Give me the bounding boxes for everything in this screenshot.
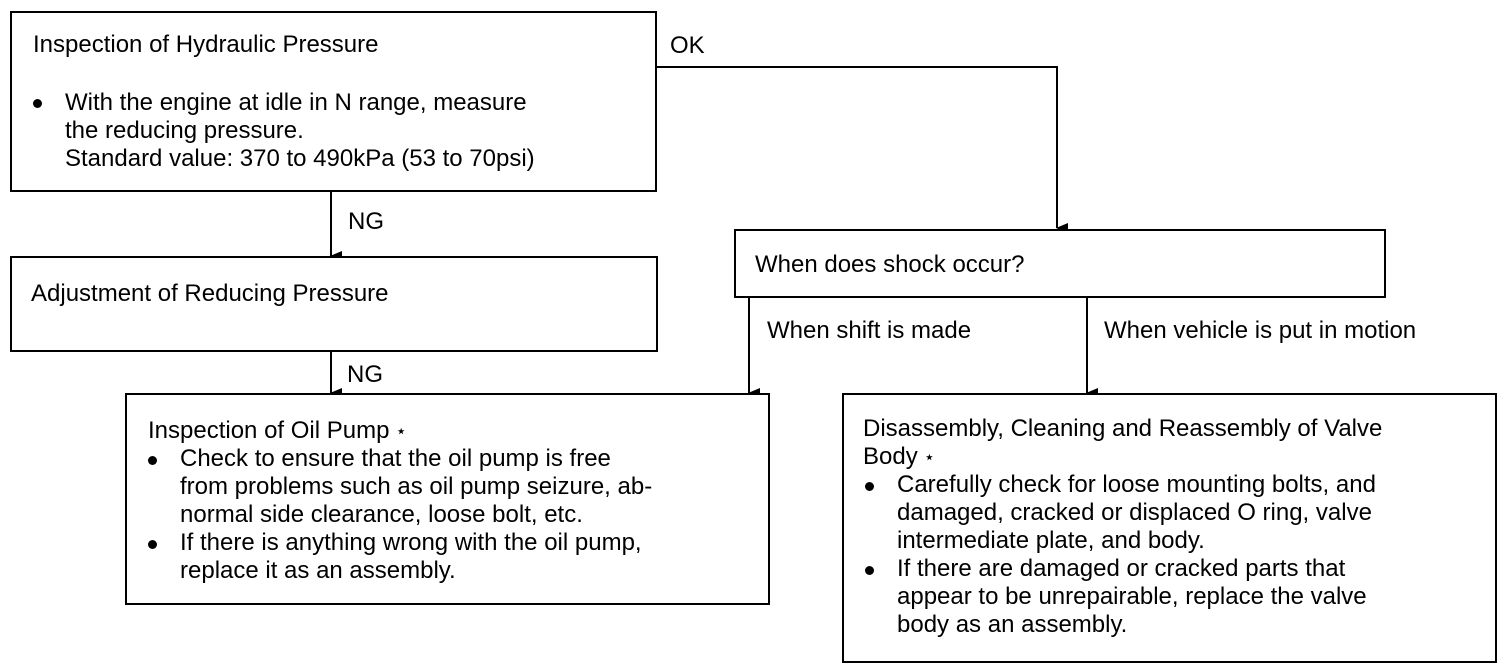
oil-pump-box: Inspection of Oil Pump⋆ Check to ensure … (125, 393, 770, 605)
valve-body-title-2-text: Body (863, 443, 918, 470)
when-shift-label: When shift is made (767, 317, 972, 344)
star-icon: ⋆ (923, 447, 935, 467)
valve-body-title-1: Disassembly, Cleaning and Reassembly of … (863, 415, 1383, 442)
shock-question-title: When does shock occur? (755, 251, 1025, 278)
shock-question-box: When does shock occur? (734, 229, 1386, 298)
valve-body-line-2: damaged, cracked or displaced O ring, va… (897, 499, 1372, 526)
valve-body-line-5: appear to be unrepairable, replace the v… (897, 583, 1367, 610)
oil-pump-line-5: replace it as an assembly. (180, 557, 456, 584)
hydraulic-line-1: With the engine at idle in N range, meas… (65, 89, 527, 116)
oil-pump-line-3: normal side clearance, loose bolt, etc. (180, 501, 583, 528)
valve-body-title-2: Body⋆ (863, 443, 935, 471)
bullet-icon (865, 566, 874, 575)
bullet-icon (148, 540, 157, 549)
hydraulic-pressure-box: Inspection of Hydraulic Pressure With th… (10, 11, 657, 192)
valve-body-line-4: If there are damaged or cracked parts th… (897, 555, 1346, 582)
ng-label-1: NG (348, 208, 384, 235)
ng-label-2: NG (347, 361, 383, 388)
ok-label: OK (670, 32, 705, 59)
oil-pump-line-2: from problems such as oil pump seizure, … (180, 473, 653, 500)
hydraulic-line-3: Standard value: 370 to 490kPa (53 to 70p… (65, 145, 535, 172)
oil-pump-title: Inspection of Oil Pump⋆ (148, 417, 407, 445)
valve-body-line-6: body as an assembly. (897, 611, 1128, 638)
adjustment-title: Adjustment of Reducing Pressure (31, 280, 389, 307)
oil-pump-line-4: If there is anything wrong with the oil … (180, 529, 642, 556)
valve-body-box: Disassembly, Cleaning and Reassembly of … (842, 393, 1497, 663)
oil-pump-line-1: Check to ensure that the oil pump is fre… (180, 445, 611, 472)
star-icon: ⋆ (395, 421, 407, 441)
bullet-icon (865, 482, 874, 491)
hydraulic-line-2: the reducing pressure. (65, 117, 304, 144)
bullet-icon (33, 99, 42, 108)
ok-connector (656, 66, 1068, 233)
adjustment-box: Adjustment of Reducing Pressure (10, 256, 658, 352)
hydraulic-pressure-title: Inspection of Hydraulic Pressure (33, 31, 379, 58)
bullet-icon (148, 456, 157, 465)
oil-pump-title-text: Inspection of Oil Pump (148, 417, 390, 444)
valve-body-line-1: Carefully check for loose mounting bolts… (897, 471, 1376, 498)
when-motion-label: When vehicle is put in motion (1104, 317, 1417, 344)
valve-body-line-3: intermediate plate, and body. (897, 527, 1205, 554)
